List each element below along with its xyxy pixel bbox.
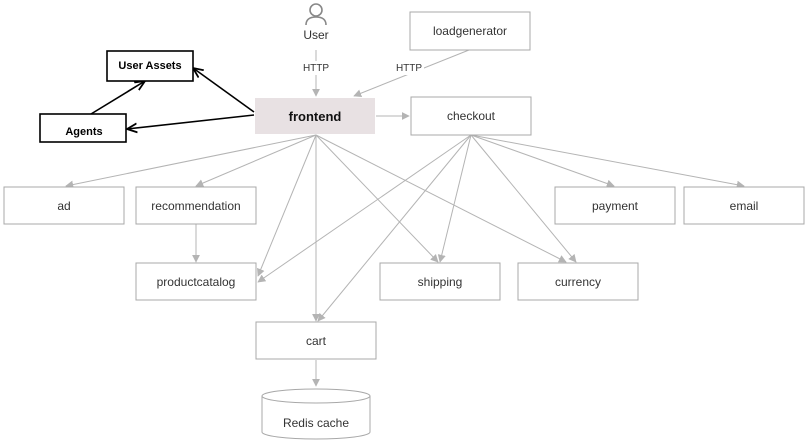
node-payment [554, 186, 676, 225]
node-recommendation-label: recommendation [151, 199, 240, 213]
edge-label-bg-user [302, 61, 330, 75]
node-frontend-label: frontend [289, 109, 342, 124]
node-recommendation [135, 186, 257, 225]
edge-agents-user-assets [90, 81, 145, 115]
edge-frontend-ad [65, 134, 317, 189]
edge-checkout-cart [317, 134, 472, 322]
edge-frontend-shipping [315, 134, 439, 263]
node-currency-label: currency [555, 275, 601, 289]
node-ad-label: ad [57, 199, 70, 213]
node-currency [517, 262, 639, 301]
node-shipping-label: shipping [418, 275, 463, 289]
edge-frontend-currency [315, 134, 567, 263]
edge-checkout-currency [470, 134, 577, 263]
node-checkout [410, 96, 532, 136]
edge-checkout-payment [470, 134, 615, 188]
node-redis-label: Redis cache [283, 416, 349, 430]
node-cart-label: cart [306, 334, 327, 348]
node-shipping [379, 262, 501, 301]
edge-frontend-recommendation [195, 134, 317, 187]
node-user-label: User [303, 28, 328, 42]
edge-checkout-productcatalog [257, 134, 472, 283]
node-loadgenerator [409, 11, 531, 51]
edge-frontend-agents [127, 114, 255, 129]
edge-checkout-email [470, 134, 745, 189]
node-agents [39, 113, 127, 143]
node-user-assets [106, 50, 194, 82]
edge-frontend-user-assets [193, 68, 255, 113]
node-productcatalog-label: productcatalog [157, 275, 236, 289]
node-payment-label: payment [592, 199, 639, 213]
node-productcatalog [135, 262, 257, 301]
node-agents-label: Agents [65, 126, 102, 138]
database-icon [261, 388, 371, 440]
edge-frontend-productcatalog [257, 134, 317, 277]
edge-checkout-shipping [437, 134, 472, 263]
edges [65, 49, 745, 387]
node-cart [255, 321, 377, 360]
edge-label-user-http: HTTP [303, 63, 329, 74]
edge-label-bg-loadgen [394, 61, 424, 75]
node-email [683, 186, 805, 225]
node-ad [3, 186, 125, 225]
node-frontend [255, 98, 375, 134]
node-checkout-label: checkout [447, 109, 496, 123]
node-loadgenerator-label: loadgenerator [433, 24, 507, 38]
node-email-label: email [730, 199, 759, 213]
person-icon [305, 3, 327, 26]
node-user-assets-label: User Assets [118, 60, 181, 72]
edge-label-loadgen-http: HTTP [396, 63, 422, 74]
